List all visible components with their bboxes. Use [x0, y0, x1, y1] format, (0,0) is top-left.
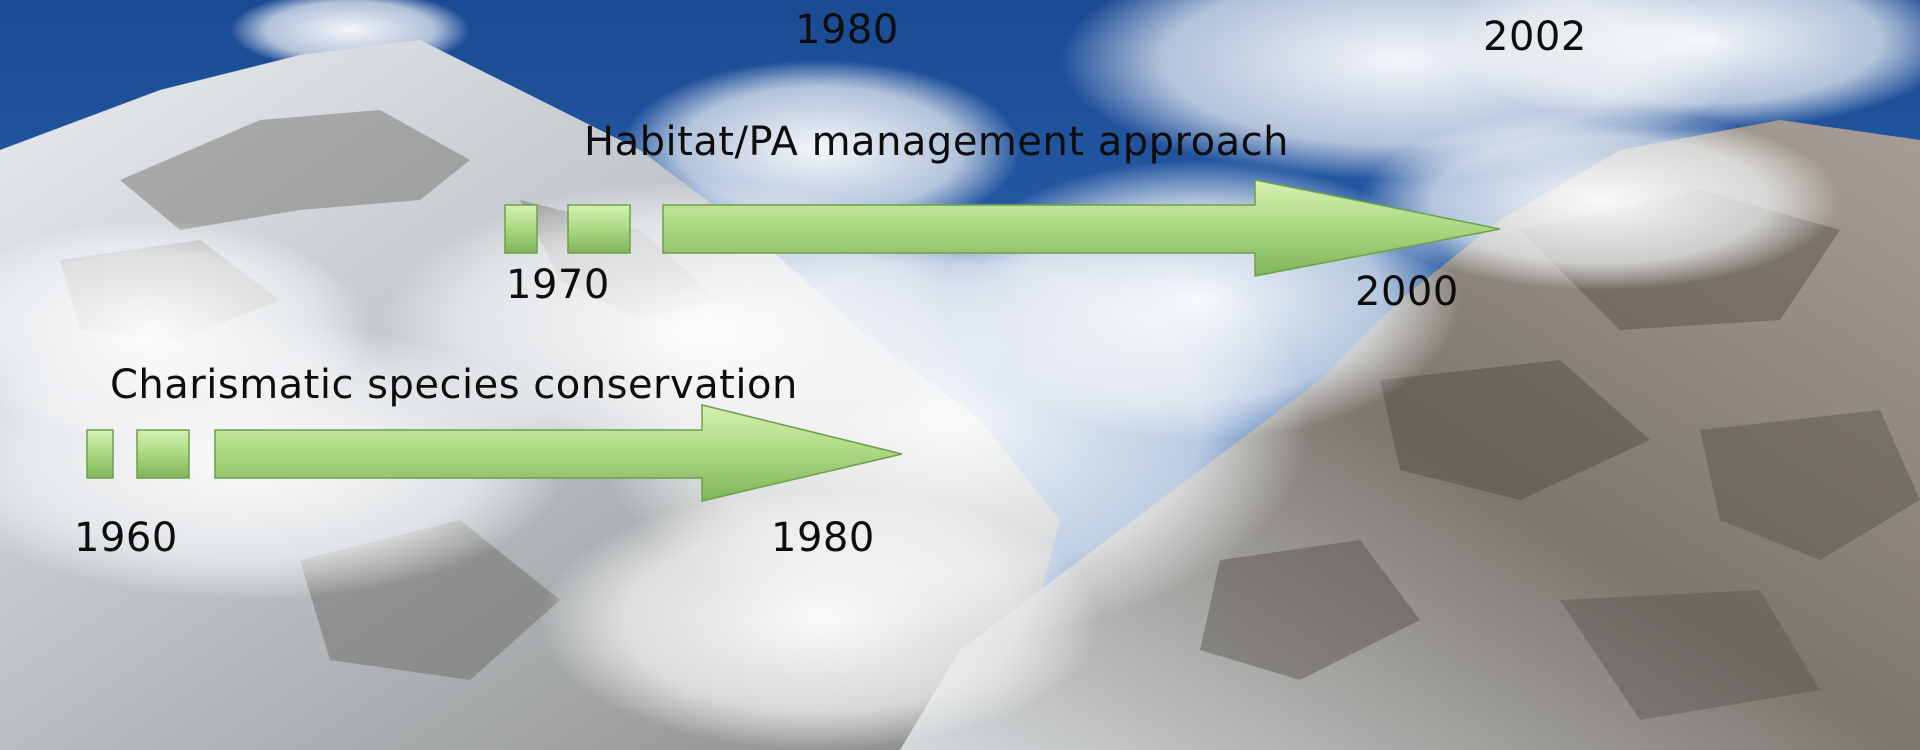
- top-year-right-label: 2002: [1483, 14, 1587, 60]
- timeline-habitat-title: Habitat/PA management approach: [584, 119, 1289, 165]
- timeline-species-end-year: 1980: [771, 515, 875, 561]
- timeline-habitat-end-year: 2000: [1355, 269, 1459, 315]
- timeline-habitat-dash-medium: [567, 204, 631, 254]
- timeline-species-start-year: 1960: [74, 515, 178, 561]
- top-year-left-label: 1980: [795, 7, 899, 53]
- timeline-habitat-arrow-body: [662, 179, 1500, 277]
- timeline-habitat-arrow: [504, 179, 1500, 277]
- timeline-species-title: Charismatic species conservation: [110, 362, 798, 408]
- timeline-species-dash-medium: [136, 429, 190, 479]
- timeline-habitat-start-year: 1970: [506, 262, 610, 308]
- timeline-species-dash-small: [86, 429, 114, 479]
- timeline-species-arrow-body: [214, 404, 903, 502]
- timeline-habitat-dash-small: [504, 204, 538, 254]
- timeline-species-arrow: [86, 404, 903, 502]
